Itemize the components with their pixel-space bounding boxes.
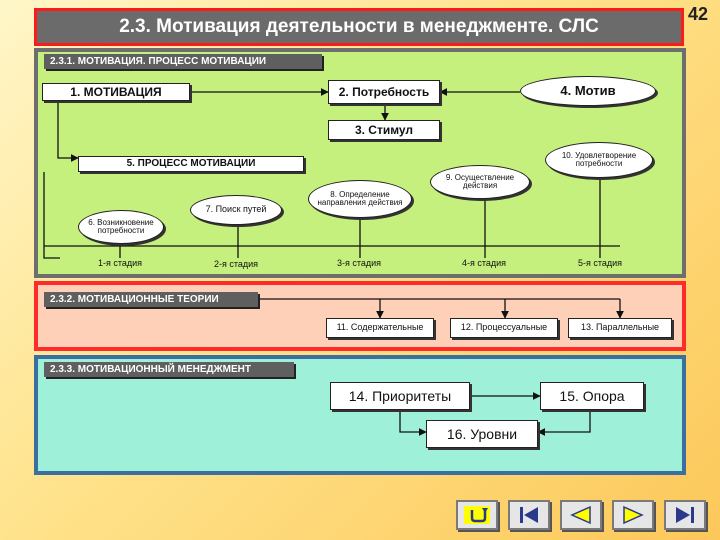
box-theory-parallel: 13. Параллельные <box>568 318 672 338</box>
box-motivation: 1. МОТИВАЦИЯ <box>42 83 190 101</box>
nav-return-button[interactable] <box>456 500 498 530</box>
prev-icon <box>570 505 591 525</box>
stage-label-1: 1-я стадия <box>98 258 143 268</box>
return-icon <box>464 506 490 524</box>
oval-node8: 8. Определение направления действия <box>308 180 412 218</box>
box-priorities: 14. Приоритеты <box>330 382 470 410</box>
section1-header: 2.3.1. МОТИВАЦИЯ. ПРОЦЕСС МОТИВАЦИИ <box>44 54 322 69</box>
arrow-motivation-process <box>57 100 79 162</box>
title-text: 2.3. Мотивация деятельности в менеджмент… <box>119 16 599 37</box>
oval-node6: 6. Возникновение потребности <box>78 210 164 244</box>
box-process: 5. ПРОЦЕСС МОТИВАЦИИ <box>78 156 304 172</box>
box-theory-process: 12. Процессуальные <box>450 318 558 338</box>
nav-next-button[interactable] <box>612 500 654 530</box>
nav-first-button[interactable] <box>508 500 550 530</box>
page-title: 2.3. Мотивация деятельности в менеджмент… <box>34 8 684 46</box>
section2-header: 2.3.2. МОТИВАЦИОННЫЕ ТЕОРИИ <box>44 292 258 307</box>
box-stimulus: 3. Стимул <box>328 120 440 140</box>
box-support: 15. Опора <box>540 382 644 410</box>
page-number: 42 <box>688 4 709 24</box>
stage-label-3: 3-я стадия <box>337 258 382 268</box>
box-theory-content: 11. Содержательные <box>326 318 434 338</box>
arrow-priorities-levels <box>399 410 427 436</box>
next-icon <box>623 505 644 525</box>
box-need: 2. Потребность <box>328 80 440 104</box>
last-icon <box>676 507 694 523</box>
oval-node7: 7. Поиск путей <box>190 195 282 225</box>
nav-last-button[interactable] <box>664 500 706 530</box>
arrow-support-levels <box>537 410 591 436</box>
oval-node9: 9. Осуществление действия <box>430 165 530 199</box>
box-levels: 16. Уровни <box>426 420 538 448</box>
nav-prev-button[interactable] <box>560 500 602 530</box>
stage-label-4: 4-я стадия <box>462 258 507 268</box>
oval-motive: 4. Мотив <box>520 76 656 106</box>
first-icon <box>520 507 538 523</box>
stage-label-2: 2-я стадия <box>214 259 259 269</box>
line-process-stage1 <box>43 172 60 259</box>
stage-label-5: 5-я стадия <box>578 258 623 268</box>
section3-header: 2.3.3. МОТИВАЦИОННЫЙ МЕНЕДЖМЕНТ <box>44 362 294 377</box>
oval-node10: 10. Удовлетворение потребности <box>545 142 653 178</box>
